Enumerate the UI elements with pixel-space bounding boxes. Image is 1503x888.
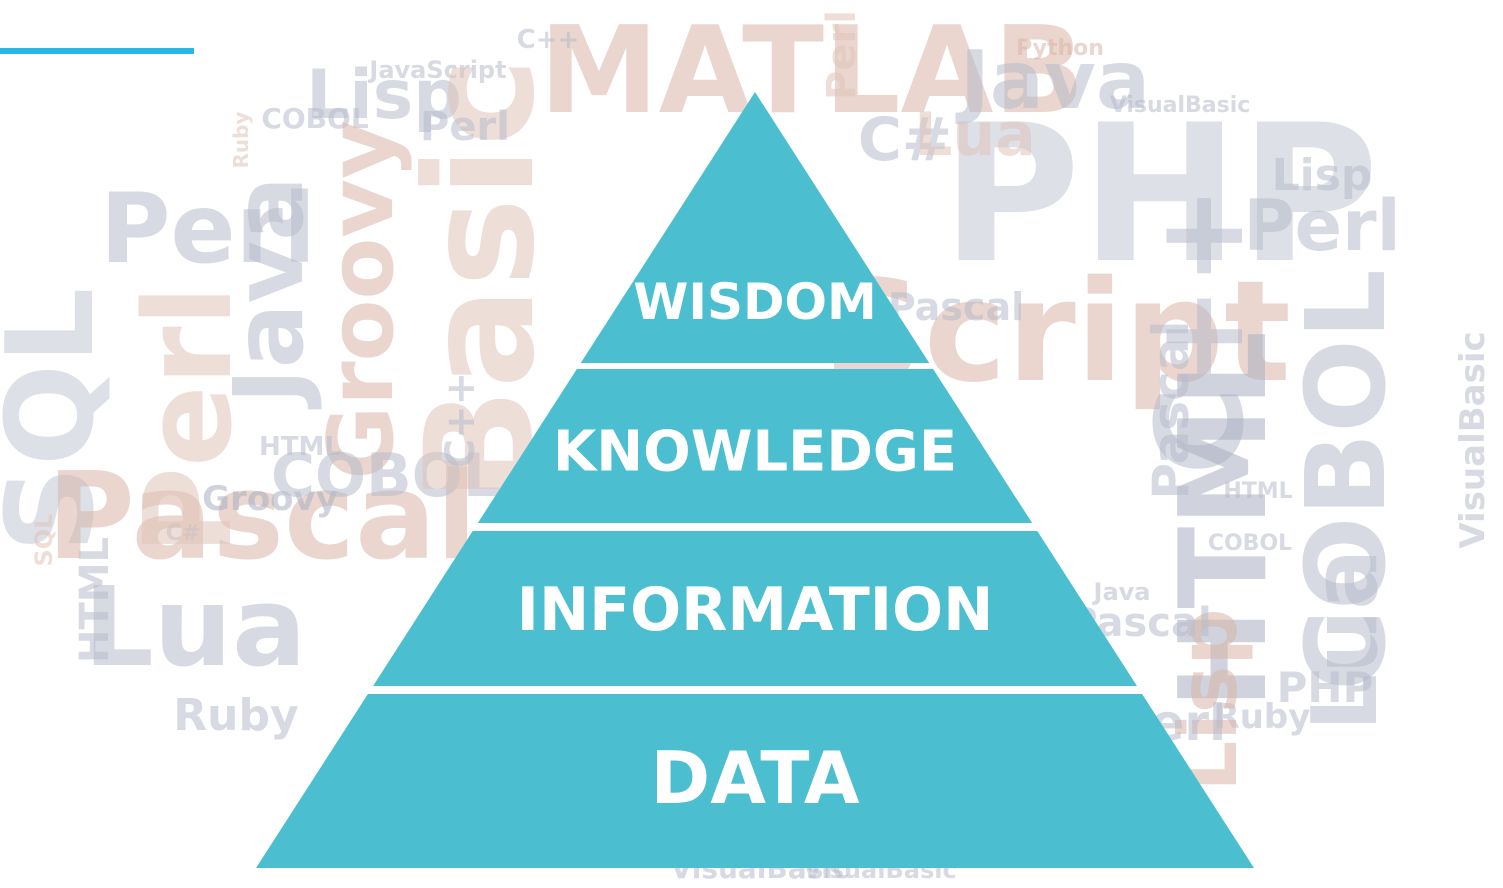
cloud-word: Groovy <box>309 120 414 479</box>
pyramid-tier-information <box>373 531 1137 686</box>
cloud-word: COBOL <box>261 102 368 135</box>
cloud-word: C++ <box>1132 185 1271 474</box>
cloud-word: PHP <box>941 84 1379 305</box>
cloud-word: Pascal <box>888 285 1024 329</box>
cloud-word: SQL <box>30 514 58 567</box>
cloud-word: Lua <box>84 563 307 691</box>
tier-label-information: INFORMATION <box>517 575 994 645</box>
cloud-word: Python <box>1016 36 1104 61</box>
cloud-word: Java <box>213 176 325 410</box>
cloud-word: MATLAB <box>539 2 1085 141</box>
cloud-word: HTML <box>1223 479 1292 504</box>
cloud-word: COBOL <box>1282 269 1410 691</box>
cloud-word: Perl <box>120 285 259 555</box>
cloud-word: Lisp <box>1272 150 1373 201</box>
cloud-word: HTML <box>72 537 118 663</box>
cloud-word: Groovy <box>202 479 338 519</box>
cloud-word: C++ <box>438 372 484 468</box>
cloud-word: HTML <box>259 432 341 462</box>
cloud-word: C# <box>166 521 201 546</box>
cloud-word: Lua <box>914 100 1035 170</box>
cloud-word: COBOL <box>271 441 501 511</box>
tier-label-data: DATA <box>650 736 859 820</box>
cloud-word: Lua <box>1293 549 1398 731</box>
accent-bar <box>0 48 194 54</box>
cloud-word: Lisp <box>306 56 462 135</box>
cloud-word: Perl <box>819 10 865 100</box>
cloud-word: VisualBasic <box>1453 331 1493 548</box>
cloud-word: Perl <box>1243 185 1400 267</box>
cloud-word: C# <box>858 105 952 175</box>
pyramid-tier-data <box>256 694 1254 868</box>
cloud-word: SQL <box>0 288 121 553</box>
cloud-word: Pascal <box>1142 320 1200 499</box>
cloud-word: Pascal <box>47 448 477 587</box>
pyramid-tier-knowledge <box>477 369 1033 523</box>
cloud-word: Perl <box>100 173 316 285</box>
cloud-word: HTML <box>1155 331 1294 709</box>
cloud-word: Perl <box>420 104 510 150</box>
cloud-word: Ruby <box>229 112 253 169</box>
cloud-word: COBOL <box>1208 531 1292 556</box>
cloud-word: JavaScript <box>367 56 506 84</box>
cloud-word: PHP <box>1277 663 1374 712</box>
cloud-word: Ruby <box>173 690 298 741</box>
tier-label-knowledge: KNOWLEDGE <box>553 420 957 485</box>
cloud-word: Ruby <box>1214 697 1311 737</box>
cloud-word: Java <box>955 34 1150 127</box>
cloud-word: Java <box>1092 578 1151 606</box>
pyramid-tier-wisdom <box>580 92 930 363</box>
tier-label-wisdom: WISDOM <box>633 273 877 331</box>
cloud-word: VisualBasic <box>1110 93 1251 118</box>
cloud-word: C++ <box>517 25 580 55</box>
